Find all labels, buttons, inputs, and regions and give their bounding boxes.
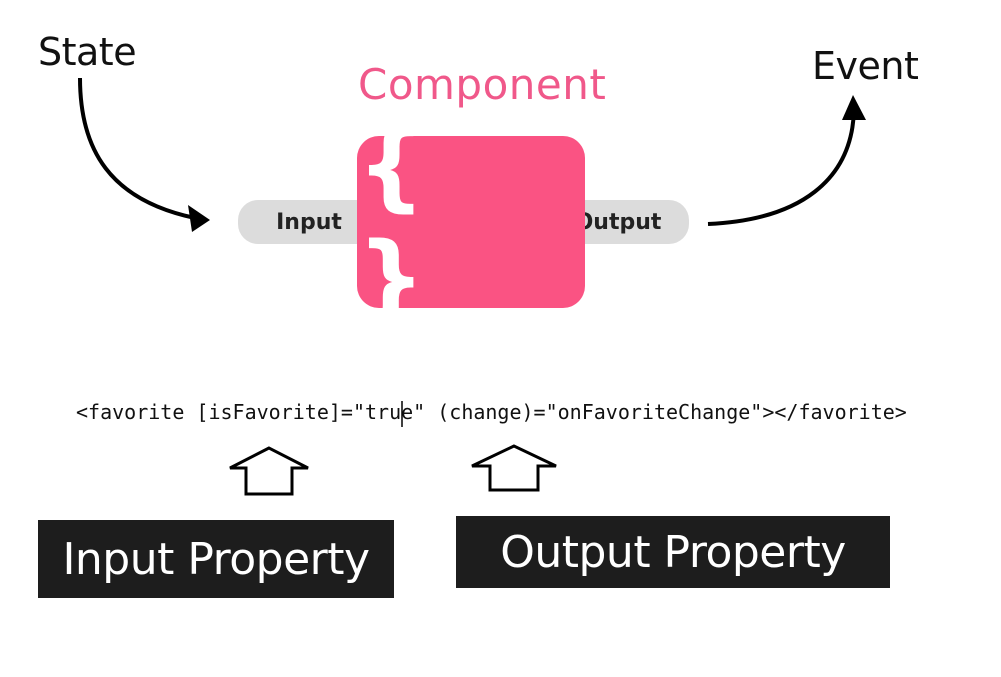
component-box [357, 136, 585, 308]
input-pill: Input [238, 200, 380, 244]
event-arrowhead [842, 95, 866, 120]
component-title: Component [358, 60, 607, 109]
output-up-arrow [471, 444, 557, 492]
output-to-event-arrow [707, 109, 856, 226]
state-label: State [38, 30, 137, 74]
input-up-arrow [229, 446, 309, 496]
state-to-input-arrow [78, 77, 196, 220]
input-property-label: Input Property [62, 533, 370, 585]
event-label: Event [812, 44, 919, 88]
output-property-box: Output Property [456, 516, 890, 588]
code-snippet: <favorite [isFavorite]="true" (change)="… [76, 400, 907, 424]
braces-icon: { } [357, 110, 448, 334]
output-property-label: Output Property [500, 526, 846, 578]
input-property-box: Input Property [38, 520, 394, 598]
state-arrowhead [188, 205, 210, 232]
